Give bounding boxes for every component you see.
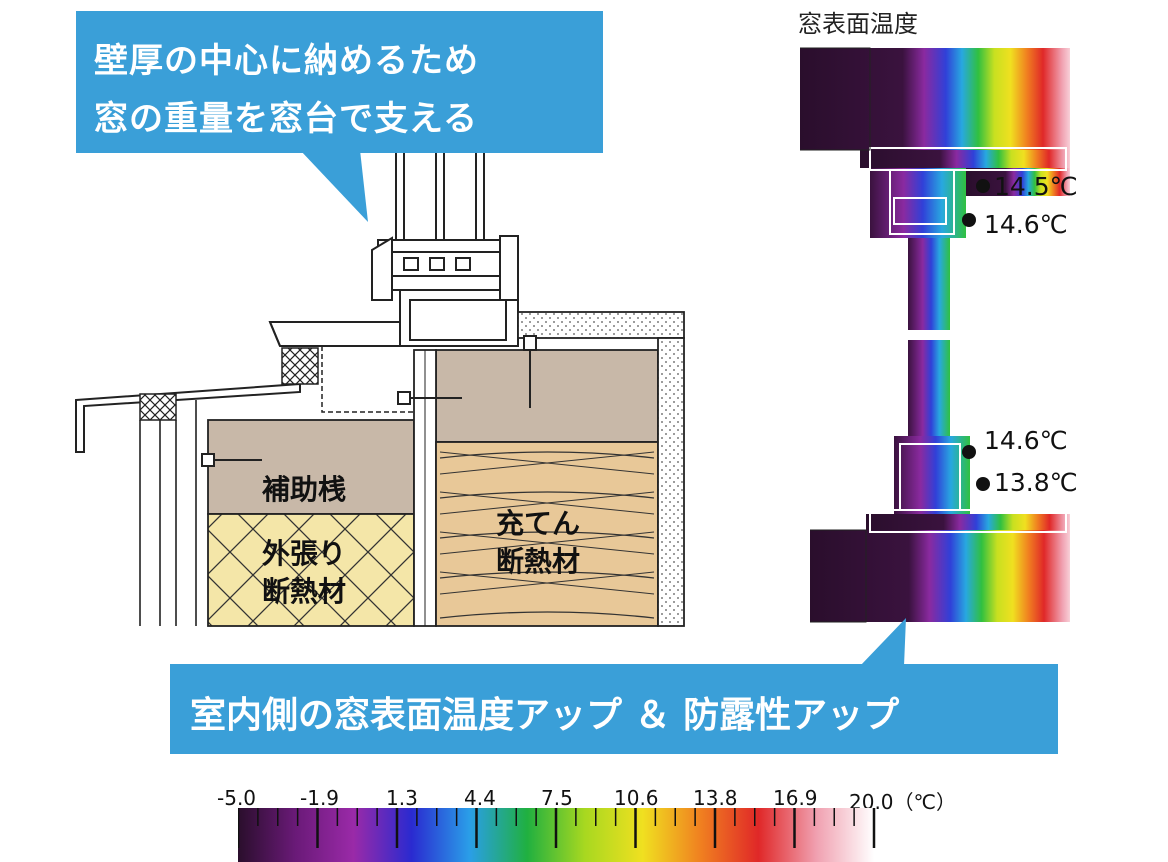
membrane-line (321, 346, 414, 413)
scale-tick-label: -1.9 (300, 786, 340, 810)
scale-tick-label: 16.9 (773, 786, 818, 810)
callout-top-line-1: 壁厚の中心に納めるため (94, 41, 479, 81)
scale-tick-label: 4.4 (464, 786, 496, 810)
label-furring: 補助桟 (262, 473, 347, 506)
sealant-block (281, 347, 319, 385)
label-fill-insulation-1: 充てん (496, 507, 581, 540)
color-scale-bar (238, 808, 876, 862)
wall-section-drawing (75, 150, 685, 627)
sealant-block (139, 393, 177, 421)
callout-bottom: 室内側の窓表面温度アップ ＆ 防露性アップ (170, 664, 1058, 754)
label-exterior-insulation-1: 外張り (262, 537, 347, 570)
scale-tick-label: 1.3 (386, 786, 418, 810)
interior-board (517, 311, 685, 339)
exterior-cladding (139, 400, 197, 626)
reading-marker (976, 477, 990, 491)
reading-1: 14.5℃ (994, 172, 1078, 201)
window-frame (371, 235, 519, 347)
callout-bottom-tail (860, 618, 906, 666)
label-fill-insulation-2: 断熱材 (496, 545, 581, 578)
callout-top-line-2: 窓の重量を窓台で支える (94, 99, 478, 139)
reading-marker (962, 445, 976, 459)
fill-insulation (435, 441, 659, 627)
exterior-insulation (207, 513, 415, 627)
reading-4: 13.8℃ (994, 468, 1078, 497)
thermography-title: 窓表面温度 (798, 10, 918, 38)
interior-wall-board (657, 337, 685, 627)
callout-bottom-text: 室内側の窓表面温度アップ ＆ 防露性アップ (190, 695, 900, 736)
reading-marker (962, 213, 976, 227)
label-exterior-insulation-2: 断熱材 (262, 575, 347, 608)
reading-2: 14.6℃ (984, 210, 1068, 239)
furring-strip-upper (435, 349, 659, 443)
scale-tick-label: 13.8 (693, 786, 738, 810)
window-glass (395, 152, 485, 250)
callout-top: 壁厚の中心に納めるため 窓の重量を窓台で支える (76, 11, 603, 153)
thermography-image (770, 47, 1070, 623)
callout-top-tail (300, 150, 368, 222)
reading-marker (976, 179, 990, 193)
scale-tick-label: -5.0 (217, 786, 257, 810)
scale-tick-label: 10.6 (614, 786, 659, 810)
scale-tick-label: 7.5 (541, 786, 573, 810)
reading-3: 14.6℃ (984, 426, 1068, 455)
screw (201, 335, 537, 467)
